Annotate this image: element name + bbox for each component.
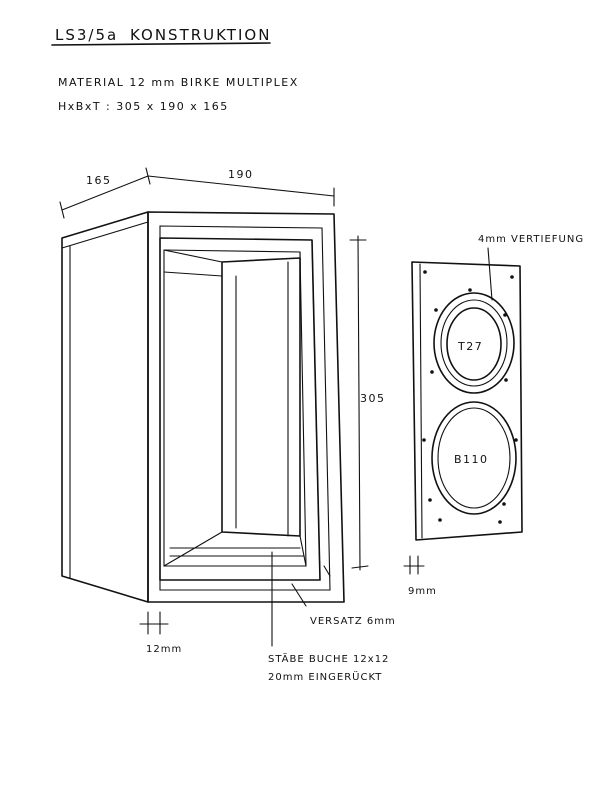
screw-hole <box>498 520 502 524</box>
right-panel-edge <box>311 239 321 581</box>
battens-annotation: STÄBE BUCHE 12x12 20mm EINGERÜCKT <box>268 551 389 683</box>
screw-hole <box>430 370 434 374</box>
baffle-thickness-value: 9mm <box>408 586 437 597</box>
baffle-edge <box>419 263 423 539</box>
screw-hole <box>423 270 427 274</box>
screw-hole <box>503 313 507 317</box>
recess-annotation: 4mm VERTIEFUNG <box>478 234 584 301</box>
side-top-edge <box>61 221 149 249</box>
screw-hole <box>514 438 518 442</box>
offset-leader <box>291 583 307 607</box>
height-value: 305 <box>360 392 386 405</box>
screw-hole <box>434 308 438 312</box>
cabinet-opening <box>159 237 321 581</box>
tweeter-recess-ring <box>440 299 508 387</box>
depth-dim-line <box>61 175 149 211</box>
dimension-width: 190 <box>147 168 335 207</box>
screw-hole <box>468 288 472 292</box>
depth-line-br <box>299 535 307 567</box>
wall-thickness-value: 12mm <box>146 644 182 655</box>
offset-leader-2 <box>323 565 331 577</box>
depth-value: 165 <box>86 174 112 187</box>
screw-hole <box>428 498 432 502</box>
cabinet-drawing <box>61 211 345 603</box>
screw-hole <box>438 518 442 522</box>
drawing-title-heading: KONSTRUKTION <box>130 26 271 44</box>
depth-tick-left <box>59 201 65 219</box>
baffle-drawing: T27 B110 <box>411 261 523 541</box>
baffle-thickness-dim: 9mm <box>403 555 437 597</box>
woofer-cutout <box>437 407 511 509</box>
tweeter-cutout <box>446 307 502 381</box>
title-underline <box>51 42 271 46</box>
depth-line-bl <box>163 531 223 567</box>
offset-label: VERSATZ 6mm <box>310 616 396 627</box>
screw-hole <box>510 275 514 279</box>
width-value: 190 <box>228 168 254 181</box>
woofer-label: B110 <box>454 453 489 466</box>
offset-frame <box>163 249 307 567</box>
height-dim-line <box>357 235 361 571</box>
cabinet-front-frame <box>147 211 345 603</box>
drawing-title-model: LS3/5a <box>55 26 118 44</box>
battens-label-line1: STÄBE BUCHE 12x12 <box>268 652 389 665</box>
height-tick-bottom <box>351 565 369 569</box>
tweeter-outer-ring <box>433 292 515 394</box>
offset-annotation: VERSATZ 6mm <box>291 565 396 627</box>
dimension-spec: HxBxT : 305 x 190 x 165 <box>58 100 229 113</box>
dimension-depth: 165 <box>59 167 151 219</box>
battens-label-line2: 20mm EINGERÜCKT <box>268 670 382 683</box>
material-spec: MATERIAL 12 mm BIRKE MULTIPLEX <box>58 76 299 89</box>
screw-hole <box>502 502 506 506</box>
recess-label: 4mm VERTIEFUNG <box>478 234 584 245</box>
wall-thickness-dim: 12mm <box>139 611 182 655</box>
top-batten-line <box>163 271 223 277</box>
woofer-outer-ring <box>431 401 517 515</box>
width-dim-line <box>147 175 335 197</box>
cabinet-front-inner <box>159 225 331 591</box>
baffle-panel <box>411 261 523 541</box>
depth-line-tl <box>163 249 223 263</box>
recess-leader <box>487 247 493 301</box>
dimension-height: 305 <box>349 235 386 571</box>
cabinet-side-panel <box>61 211 149 603</box>
screw-hole <box>422 438 426 442</box>
screw-hole <box>504 378 508 382</box>
tweeter-label: T27 <box>457 340 483 353</box>
